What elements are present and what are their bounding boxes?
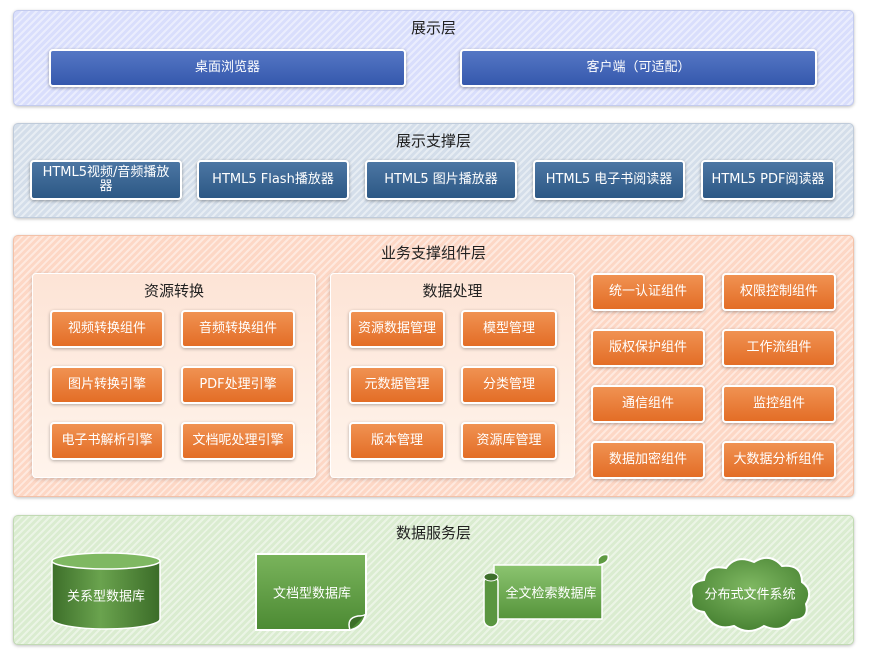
document-engine-box: 文档呢处理引擎 — [181, 422, 295, 460]
resource-data-management-box: 资源数据管理 — [349, 310, 445, 348]
html5-ebook-reader-box: HTML5 电子书阅读器 — [533, 160, 685, 200]
html5-av-player-box: HTML5视频/音频播放 器 — [30, 160, 182, 200]
category-management-box: 分类管理 — [461, 366, 557, 404]
data-processing-title: 数据处理 — [422, 282, 483, 300]
presentation-layer: 展示层 桌面浏览器 客户端（可适配） — [13, 10, 854, 106]
monitoring-component-box: 监控组件 — [722, 385, 836, 423]
desktop-browser-box: 桌面浏览器 — [49, 49, 406, 87]
ebook-parser-box: 电子书解析引擎 — [50, 422, 164, 460]
resource-conversion-panel: 资源转换 视频转换组件 音频转换组件 图片转换引擎 PDF处理引擎 电子书解析引… — [32, 273, 316, 478]
presentation-layer-title: 展示层 — [410, 19, 456, 37]
data-service-layer-title: 数据服务层 — [395, 524, 471, 542]
pdf-engine-box: PDF处理引擎 — [181, 366, 295, 404]
cloud-icon — [690, 556, 811, 632]
version-management-box: 版本管理 — [349, 422, 445, 460]
business-support-layer-title: 业务支撑组件层 — [380, 244, 486, 262]
business-support-layer: 业务支撑组件层 资源转换 视频转换组件 音频转换组件 图片转换引擎 PDF处理引… — [13, 235, 854, 497]
database-cylinder-icon — [51, 552, 161, 630]
presentation-support-layer-title: 展示支撑层 — [395, 132, 471, 150]
scroll-icon — [483, 553, 610, 628]
resource-conversion-title: 资源转换 — [143, 282, 204, 300]
audio-conversion-box: 音频转换组件 — [181, 310, 295, 348]
document-icon — [255, 553, 367, 631]
data-encryption-component-box: 数据加密组件 — [591, 441, 705, 479]
client-adaptable-box: 客户端（可适配） — [460, 49, 817, 87]
relational-database: 关系型数据库 — [50, 551, 162, 631]
distributed-file-system-label: 分布式文件系统 — [704, 587, 796, 603]
permission-control-component-box: 权限控制组件 — [722, 273, 836, 311]
big-data-analysis-component-box: 大数据分析组件 — [722, 441, 836, 479]
data-processing-panel: 数据处理 资源数据管理 模型管理 元数据管理 分类管理 版本管理 资源库管理 — [330, 273, 575, 478]
copyright-protection-component-box: 版权保护组件 — [591, 329, 705, 367]
distributed-file-system: 分布式文件系统 — [684, 550, 816, 636]
communication-component-box: 通信组件 — [591, 385, 705, 423]
document-database-label: 文档型数据库 — [272, 586, 351, 602]
fulltext-search-database: 全文检索数据库 — [480, 553, 612, 631]
workflow-component-box: 工作流组件 — [722, 329, 836, 367]
presentation-support-layer: 展示支撑层 HTML5视频/音频播放 器 HTML5 Flash播放器 HTML… — [13, 123, 854, 218]
data-service-layer: 数据服务层 关系型数据库 — [13, 515, 854, 645]
html5-flash-player-box: HTML5 Flash播放器 — [197, 160, 349, 200]
html5-image-player-box: HTML5 图片播放器 — [365, 160, 517, 200]
document-database: 文档型数据库 — [254, 552, 370, 632]
resource-library-management-box: 资源库管理 — [461, 422, 557, 460]
html5-pdf-reader-box: HTML5 PDF阅读器 — [701, 160, 835, 200]
image-conversion-box: 图片转换引擎 — [50, 366, 164, 404]
video-conversion-box: 视频转换组件 — [50, 310, 164, 348]
fulltext-search-database-label: 全文检索数据库 — [505, 586, 597, 602]
relational-database-label: 关系型数据库 — [66, 589, 145, 605]
model-management-box: 模型管理 — [461, 310, 557, 348]
unified-auth-component-box: 统一认证组件 — [591, 273, 705, 311]
metadata-management-box: 元数据管理 — [349, 366, 445, 404]
